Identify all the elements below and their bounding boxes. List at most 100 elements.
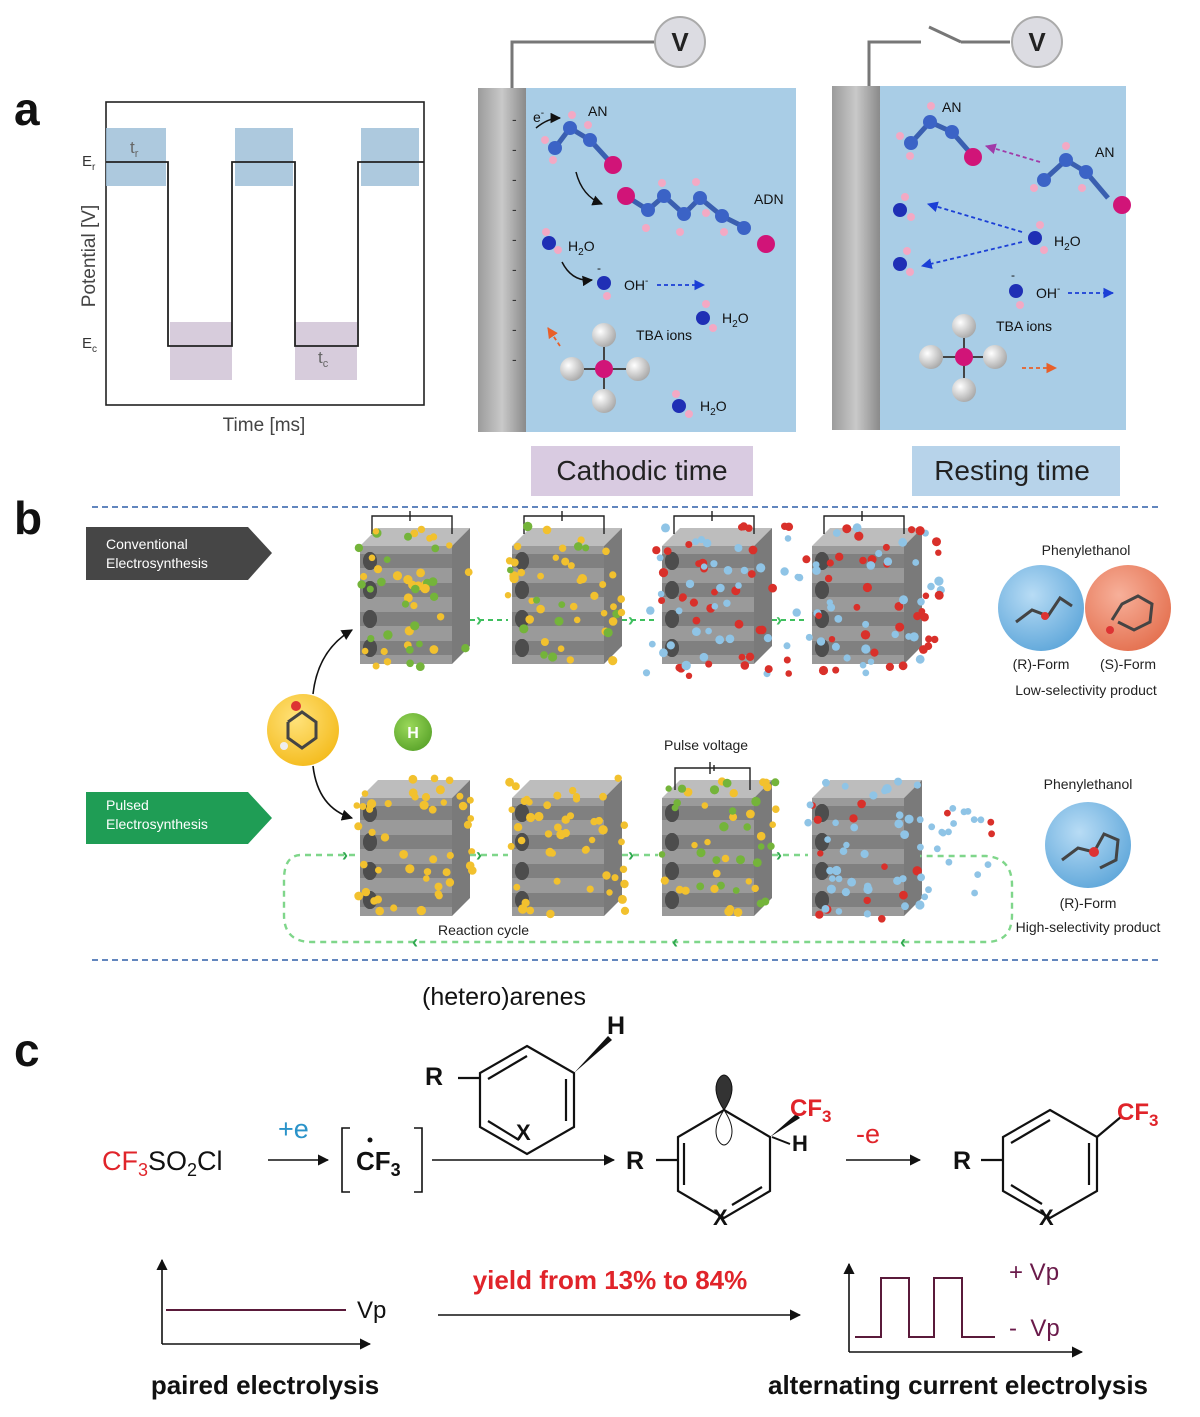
resting-caption-box bbox=[912, 446, 1120, 496]
svg-text:›: › bbox=[476, 845, 482, 865]
ac-label: alternating current electrolysis bbox=[768, 1370, 1148, 1400]
conventional-blocks bbox=[354, 511, 945, 679]
pulse-voltage-label: Pulse voltage bbox=[664, 737, 748, 753]
arenes-label: (hetero)arenes bbox=[422, 983, 586, 1011]
svg-text:R: R bbox=[953, 1147, 971, 1175]
p-orbital-icon bbox=[715, 1074, 733, 1146]
svg-text:R: R bbox=[425, 1063, 443, 1091]
svg-text:-: - bbox=[512, 201, 517, 217]
cathodic-cell: V --- --- --- e- AN bbox=[478, 16, 796, 496]
tc-box-2 bbox=[295, 322, 357, 380]
svg-text:(S)-Form: (S)-Form bbox=[1100, 656, 1156, 672]
svg-text:(R)-Form: (R)-Form bbox=[1013, 656, 1070, 672]
molecule-icon bbox=[617, 178, 775, 253]
svg-text:Conventional: Conventional bbox=[106, 536, 188, 552]
benzene-ring-icon bbox=[981, 1108, 1123, 1220]
svg-text:OH-: OH- bbox=[1036, 284, 1060, 301]
svg-text:-e: -e bbox=[856, 1119, 880, 1149]
electrode bbox=[478, 88, 526, 432]
ac-electrolysis-plot: + Vp - Vp bbox=[843, 1259, 1084, 1358]
svg-text:(R)-Form: (R)-Form bbox=[1060, 895, 1117, 911]
svg-text:-: - bbox=[1011, 268, 1015, 282]
electrode bbox=[832, 86, 880, 430]
panel-b-label: b bbox=[14, 492, 42, 544]
svg-text:›: › bbox=[776, 610, 782, 630]
molecule-icon bbox=[597, 276, 611, 300]
svg-text:-: - bbox=[512, 141, 517, 157]
svg-text:AN: AN bbox=[1095, 144, 1114, 160]
bottom-product: Phenylethanol (R)-Form High-selectivity … bbox=[1016, 776, 1161, 935]
hydrogen-icon: H bbox=[394, 713, 432, 751]
svg-text:Low-selectivity product: Low-selectivity product bbox=[1015, 682, 1157, 698]
molecule-icon bbox=[1009, 284, 1024, 309]
yield-label: yield from 13% to 84% bbox=[473, 1265, 748, 1295]
svg-text:‹: ‹ bbox=[900, 932, 906, 952]
voltmeter-icon: V bbox=[1011, 16, 1063, 68]
cathodic-caption-box bbox=[531, 446, 753, 496]
paired-electrolysis-plot: Vp bbox=[156, 1258, 386, 1350]
svg-text:-: - bbox=[512, 261, 517, 277]
svg-text:H: H bbox=[407, 725, 419, 742]
molecule-icon bbox=[542, 228, 562, 254]
top-product: Phenylethanol (R)-Form (S)-Form Low-sele… bbox=[998, 542, 1171, 698]
svg-text:Phenylethanol: Phenylethanol bbox=[1044, 776, 1133, 792]
svg-text:›: › bbox=[776, 845, 782, 865]
pulsed-blocks bbox=[353, 774, 995, 923]
svg-text:-: - bbox=[512, 231, 517, 247]
y-axis-label: Potential [V] bbox=[79, 205, 100, 307]
molecule-icon bbox=[1028, 221, 1048, 254]
cathodic-caption: Cathodic time bbox=[556, 455, 727, 486]
svg-text:›: › bbox=[628, 610, 634, 630]
reaction-cycle-path bbox=[282, 853, 1014, 944]
svg-text:-: - bbox=[512, 111, 517, 127]
x-axis-label: Time [ms] bbox=[223, 415, 306, 436]
svg-text:H2O: H2O bbox=[1054, 233, 1081, 253]
svg-text:X: X bbox=[516, 1120, 531, 1145]
reaction-cycle-label: Reaction cycle bbox=[438, 922, 529, 938]
tr-box bbox=[106, 128, 166, 186]
molecule-icon bbox=[1030, 142, 1131, 214]
svg-text:Pulsed: Pulsed bbox=[106, 797, 149, 813]
panel-a-label: a bbox=[14, 83, 40, 135]
svg-text:H: H bbox=[607, 1012, 625, 1040]
svg-text:Electrosynthesis: Electrosynthesis bbox=[106, 816, 208, 832]
svg-text:OH-: OH- bbox=[624, 276, 648, 293]
molecule-icon bbox=[672, 390, 693, 418]
svg-text:-: - bbox=[512, 321, 517, 337]
resting-caption: Resting time bbox=[934, 455, 1090, 486]
tba-ion-icon bbox=[919, 314, 1007, 402]
svg-text:‹: ‹ bbox=[412, 932, 418, 952]
svg-text:X: X bbox=[713, 1205, 728, 1230]
svg-text:H2O: H2O bbox=[700, 398, 727, 418]
molecule-icon bbox=[896, 102, 982, 166]
svg-text:tc: tc bbox=[318, 348, 329, 370]
svg-text:- Vp: - Vp bbox=[1009, 1315, 1060, 1342]
conventional-tag: Conventional Electrosynthesis bbox=[86, 527, 272, 580]
svg-text:+e: +e bbox=[278, 1114, 309, 1144]
cf3-radical: CF3 bbox=[356, 1146, 401, 1180]
svg-text:›: › bbox=[476, 610, 482, 630]
svg-text:TBA ions: TBA ions bbox=[996, 318, 1052, 334]
intermediate-ring bbox=[656, 1108, 772, 1220]
voltmeter-icon: V bbox=[654, 16, 706, 68]
svg-text:›: › bbox=[628, 845, 634, 865]
pulsed-tag: Pulsed Electrosynthesis bbox=[86, 792, 272, 844]
svg-text:V: V bbox=[671, 27, 689, 57]
molecule-icon bbox=[696, 300, 717, 332]
molecule-icon bbox=[893, 247, 914, 276]
svg-text:AN: AN bbox=[588, 103, 607, 119]
svg-text:High-selectivity product: High-selectivity product bbox=[1016, 919, 1161, 935]
svg-text:Er: Er bbox=[82, 153, 96, 173]
svg-text:X: X bbox=[1039, 1205, 1054, 1230]
svg-text:H2O: H2O bbox=[722, 310, 749, 330]
svg-text:H2O: H2O bbox=[568, 238, 595, 258]
paired-label: paired electrolysis bbox=[151, 1370, 379, 1400]
svg-text:Phenylethanol: Phenylethanol bbox=[1042, 542, 1131, 558]
svg-text:AN: AN bbox=[942, 99, 961, 115]
resting-cell: V AN AN H2O bbox=[832, 16, 1131, 496]
tc-box-1 bbox=[170, 322, 232, 380]
reagent: CF3SO2Cl bbox=[102, 1146, 223, 1180]
svg-text:CF3: CF3 bbox=[790, 1095, 831, 1126]
molecule-icon bbox=[893, 193, 915, 221]
